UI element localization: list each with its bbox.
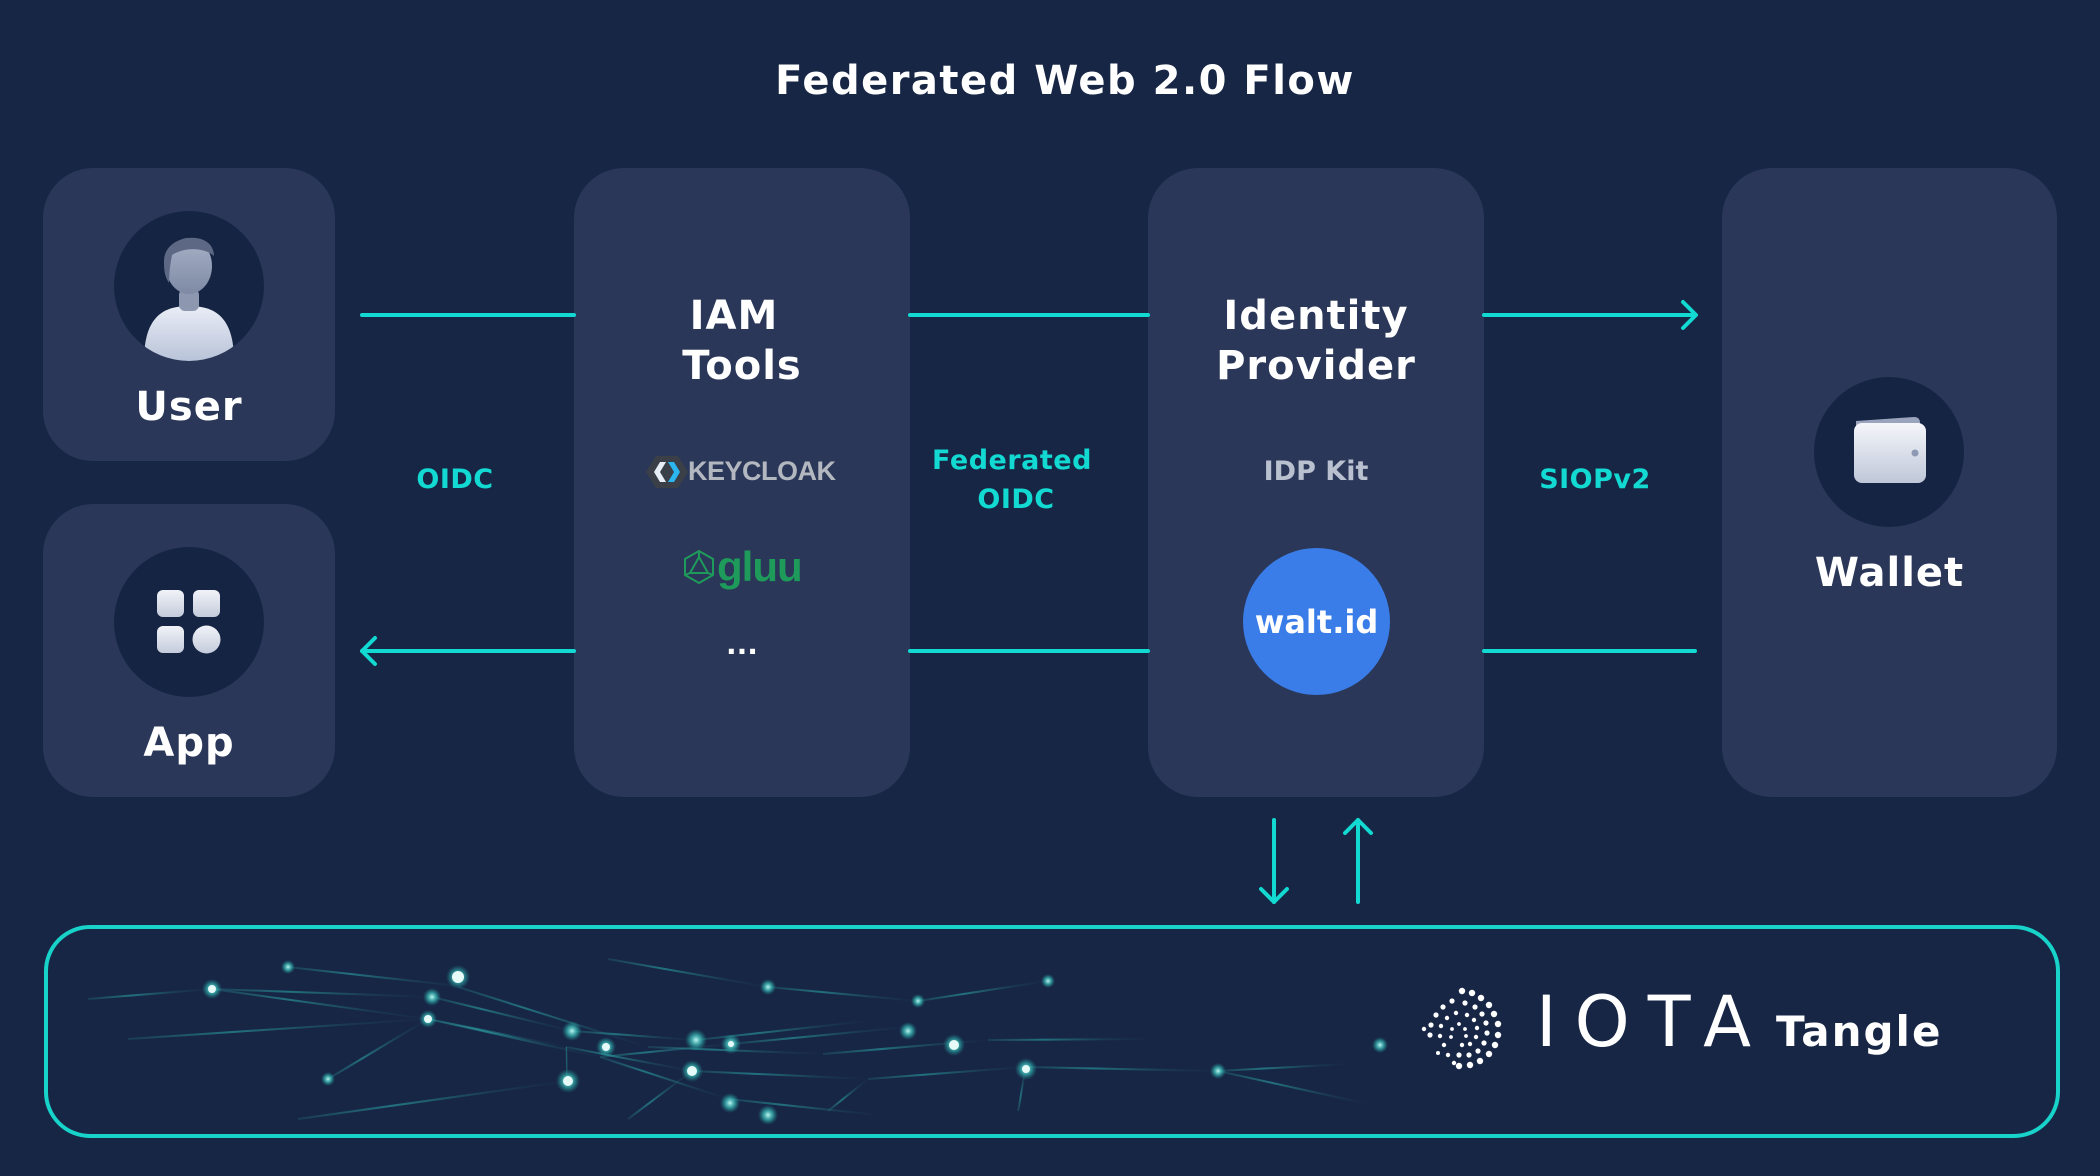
user-label: User bbox=[135, 384, 243, 430]
wallet-node: Wallet bbox=[1722, 168, 2057, 797]
tangle-label: Tangle bbox=[1776, 1007, 1943, 1056]
iota-tangle-ledger: IOTA Tangle bbox=[44, 925, 2060, 1138]
tangle-network-graphic bbox=[87, 958, 1388, 1125]
keycloak-icon bbox=[646, 456, 688, 488]
federated-oidc-label-line1: Federated bbox=[932, 445, 1092, 476]
user-avatar-circle bbox=[114, 211, 264, 361]
keycloak-text: KEYCLOAK bbox=[688, 456, 836, 486]
app-node: App bbox=[43, 504, 335, 797]
gluu-icon bbox=[684, 549, 714, 585]
iam-tools-node: IAM Tools KEYCLOAK gluu ... bbox=[574, 168, 910, 797]
walt-id-text: walt.id bbox=[1254, 602, 1379, 641]
user-avatar-icon bbox=[144, 237, 234, 361]
tangle-to-idp-arrowhead bbox=[1343, 818, 1373, 835]
wallet-icon bbox=[1854, 417, 1926, 483]
wallet-label: Wallet bbox=[1814, 550, 1965, 596]
keycloak-logo: KEYCLOAK bbox=[646, 452, 846, 492]
federated-oidc-label-line2: OIDC bbox=[977, 484, 1055, 515]
diagram-title: Federated Web 2.0 Flow bbox=[775, 58, 1355, 104]
iam-label-line2: Tools bbox=[682, 343, 802, 389]
gluu-logo: gluu bbox=[682, 543, 822, 593]
iam-label-line1: IAM bbox=[689, 293, 779, 339]
iota-brand-text: IOTA bbox=[1536, 981, 1769, 1063]
idp-label-line2: Provider bbox=[1216, 343, 1416, 389]
identity-provider-node: Identity Provider IDP Kit walt.id bbox=[1148, 168, 1484, 797]
walt-id-badge: walt.id bbox=[1243, 548, 1390, 695]
idp-label-line1: Identity bbox=[1223, 293, 1409, 339]
app-grid-icon bbox=[157, 590, 221, 654]
oidc-label: OIDC bbox=[416, 464, 494, 495]
iota-logo-icon bbox=[1421, 987, 1502, 1070]
idp-to-tangle-arrowhead bbox=[1259, 887, 1289, 904]
idp-kit-label: IDP Kit bbox=[1263, 456, 1369, 487]
siopv2-label: SIOPv2 bbox=[1539, 464, 1651, 495]
app-icon-circle bbox=[114, 547, 264, 697]
gluu-text: gluu bbox=[717, 543, 803, 590]
idp-to-wallet-arrowhead bbox=[1681, 300, 1698, 330]
user-node: User bbox=[43, 168, 335, 461]
iam-to-app-arrowhead bbox=[360, 636, 377, 666]
wallet-icon-circle bbox=[1814, 377, 1964, 527]
app-label: App bbox=[143, 720, 235, 766]
more-tools-ellipsis: ... bbox=[726, 628, 758, 661]
